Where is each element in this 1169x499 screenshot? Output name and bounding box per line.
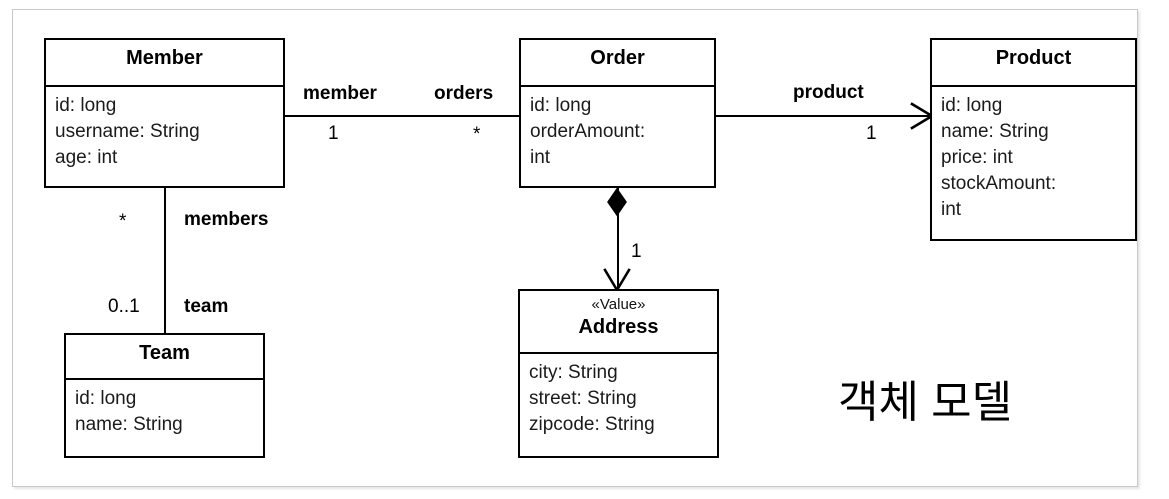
class-attributes-address: city: String street: String zipcode: Str…	[520, 354, 717, 456]
role-label-members: members	[184, 209, 269, 230]
class-name-product: Product	[995, 47, 1072, 69]
connector-order-product	[716, 115, 929, 117]
class-name-order: Order	[590, 47, 645, 69]
attribute-row: username: String	[55, 121, 200, 142]
class-name-address: Address	[578, 316, 659, 338]
class-attributes-product: id: long name: String price: int stockAm…	[932, 87, 1135, 239]
attribute-row: price: int	[941, 147, 1013, 168]
class-box-member[interactable]: Member id: long username: String age: in…	[44, 38, 285, 188]
attribute-row: stockAmount:	[941, 173, 1057, 194]
connector-member-order	[285, 115, 520, 117]
class-header-address: «Value» Address	[520, 291, 717, 354]
class-name-team: Team	[139, 342, 190, 364]
diagram-caption: 객체 모델	[838, 378, 1013, 427]
class-name-member: Member	[126, 47, 203, 69]
class-box-order[interactable]: Order id: long orderAmount: int	[519, 38, 716, 188]
connector-member-team	[164, 188, 166, 334]
attribute-row: id: long	[941, 95, 1003, 116]
multiplicity-members-star: *	[119, 211, 127, 232]
class-box-team[interactable]: Team id: long name: String	[64, 333, 265, 458]
class-header-product: Product	[932, 40, 1135, 87]
class-box-address[interactable]: «Value» Address city: String street: Str…	[518, 289, 719, 458]
attribute-row: int	[941, 199, 962, 220]
attribute-row: orderAmount:	[530, 121, 646, 142]
role-label-team: team	[184, 296, 229, 317]
class-attributes-team: id: long name: String	[66, 380, 263, 456]
attribute-row: zipcode: String	[529, 414, 655, 435]
attribute-row: id: long	[55, 95, 117, 116]
attribute-row: street: String	[529, 388, 637, 409]
attribute-row: name: String	[941, 121, 1049, 142]
attribute-row: city: String	[529, 362, 618, 383]
multiplicity-member-1: 1	[328, 123, 339, 144]
attribute-row: name: String	[75, 414, 183, 435]
role-label-orders: orders	[434, 83, 494, 104]
attribute-row: id: long	[530, 95, 592, 116]
class-header-order: Order	[521, 40, 714, 87]
connector-order-address	[617, 188, 619, 290]
class-header-team: Team	[66, 335, 263, 380]
multiplicity-address-1: 1	[631, 241, 642, 262]
class-stereotype-address: «Value»	[591, 296, 646, 313]
attribute-row: int	[530, 147, 551, 168]
class-box-product[interactable]: Product id: long name: String price: int…	[930, 38, 1137, 241]
class-header-member: Member	[46, 40, 283, 87]
attribute-row: age: int	[55, 147, 118, 168]
class-attributes-member: id: long username: String age: int	[46, 87, 283, 186]
role-label-member: member	[303, 83, 377, 104]
multiplicity-product-1: 1	[866, 123, 877, 144]
composition-diamond-icon	[605, 187, 629, 223]
role-label-product: product	[793, 82, 864, 103]
multiplicity-orders-star: *	[473, 124, 481, 145]
multiplicity-team-0-1: 0..1	[108, 296, 140, 317]
class-attributes-order: id: long orderAmount: int	[521, 87, 714, 186]
attribute-row: id: long	[75, 388, 137, 409]
